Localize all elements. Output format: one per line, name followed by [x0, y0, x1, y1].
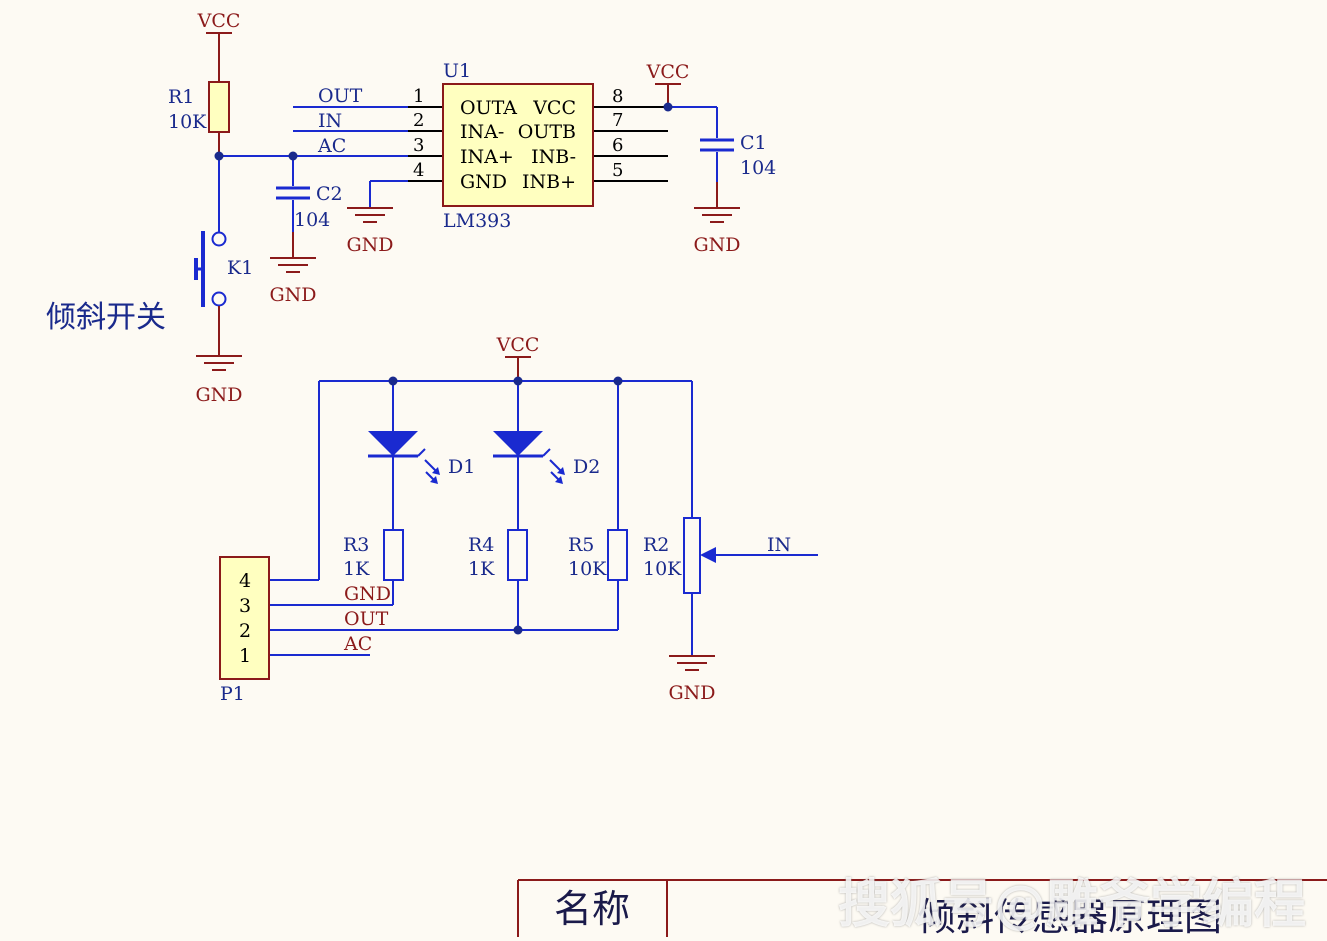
gnd-label: GND: [668, 682, 715, 704]
net-label-in: IN: [767, 534, 791, 556]
connector-p1: 4 3 2 1 P1: [219, 556, 270, 705]
p1-ref: P1: [220, 683, 245, 705]
title-name-value: 倾斜传感器原理图: [918, 895, 1222, 937]
gnd-label: GND: [693, 234, 740, 256]
resistor-r1: R1 10K: [168, 81, 230, 156]
led-d1: D1: [368, 431, 475, 484]
c1-value: 104: [740, 157, 776, 179]
pin-num: 2: [413, 110, 424, 131]
gnd-symbol-c2: GND: [269, 232, 317, 306]
gnd-symbol-c1: GND: [693, 182, 741, 256]
pin-name: INB+: [522, 171, 576, 193]
r3-value: 1K: [343, 558, 370, 580]
junction-dot: [513, 376, 523, 386]
pin-num: 1: [413, 86, 424, 107]
tilt-switch-k1: K1 倾斜开关: [46, 231, 253, 356]
pin-num: 4: [413, 160, 424, 181]
pin-num: 4: [239, 570, 251, 592]
capacitor-c2: C2 104: [276, 183, 343, 231]
r4-value: 1K: [468, 558, 495, 580]
net-label-gnd: GND: [344, 583, 391, 605]
wires-c1: [668, 106, 718, 182]
pin-num: 3: [239, 595, 251, 617]
pin-num: 1: [239, 645, 251, 667]
junction-dot: [288, 151, 298, 161]
watermark: 搜狐号@雕爷学编程: [838, 875, 1307, 935]
junction-dot: [663, 102, 673, 112]
wires-bottom: [269, 380, 818, 656]
net-label-out: OUT: [318, 85, 363, 107]
c2-ref: C2: [316, 183, 343, 205]
capacitor-c1: C1 104: [700, 132, 776, 179]
pin-num: 2: [239, 620, 251, 642]
gnd-label: GND: [346, 234, 393, 256]
pin-name: VCC: [532, 97, 576, 119]
pin-num: 5: [612, 160, 623, 181]
chip-ref: U1: [443, 60, 471, 82]
k1-ref: K1: [227, 257, 253, 279]
c1-ref: C1: [740, 132, 767, 154]
pin-num: 8: [612, 86, 623, 107]
potentiometer-r2: R2 10K IN: [643, 517, 791, 594]
k1-label: 倾斜开关: [46, 300, 166, 335]
junction-dot: [513, 625, 523, 635]
gnd-symbol-r2: GND: [668, 655, 716, 704]
resistor-r5: R5 10K: [568, 529, 628, 581]
c2-value: 104: [294, 209, 330, 231]
vcc-symbol-bottom: VCC: [496, 334, 540, 381]
d2-ref: D2: [573, 456, 600, 478]
gnd-label: GND: [195, 384, 242, 406]
pin-name: GND: [460, 171, 507, 193]
r1-ref: R1: [168, 86, 194, 108]
net-label-ac: AC: [343, 633, 372, 655]
pin-num: 7: [612, 110, 623, 131]
r4-ref: R4: [468, 534, 494, 556]
vcc-label: VCC: [197, 10, 241, 32]
net-label-in: IN: [318, 110, 342, 132]
resistor-r4: R4 1K: [468, 529, 528, 581]
r2-value: 10K: [643, 558, 682, 580]
d1-ref: D1: [448, 456, 475, 478]
r3-ref: R3: [343, 534, 369, 556]
title-block: 名称 倾斜传感器原理图: [517, 879, 1327, 939]
pin-name: INA+: [460, 146, 514, 168]
net-label-out: OUT: [344, 608, 389, 630]
vcc-label: VCC: [496, 334, 540, 356]
led-d2: D2: [493, 431, 600, 484]
junction-dot: [214, 151, 224, 161]
vcc-symbol-chip: VCC: [646, 61, 690, 107]
junction-dot: [613, 376, 623, 386]
pin-name: OUTA: [460, 97, 517, 119]
vcc-symbol-r1: VCC: [197, 10, 241, 82]
junction-dot: [388, 376, 398, 386]
r1-value: 10K: [168, 111, 207, 133]
vcc-label: VCC: [646, 61, 690, 83]
pin-name: INB-: [531, 146, 576, 168]
r2-ref: R2: [643, 534, 669, 556]
chip-u1: U1 LM393 1 2 3 4 OUTA INA- INA+ GND VCC …: [408, 60, 668, 232]
pin-name: OUTB: [518, 121, 576, 143]
resistor-r3: R3 1K: [343, 529, 404, 581]
pin-num: 6: [612, 135, 623, 156]
gnd-label: GND: [269, 284, 316, 306]
pin-num: 3: [413, 135, 424, 156]
chip-part: LM393: [443, 210, 511, 232]
r5-value: 10K: [568, 558, 607, 580]
gnd-symbol-chip: GND: [346, 207, 394, 256]
title-name-label: 名称: [554, 887, 630, 931]
net-label-ac: AC: [317, 135, 346, 157]
r5-ref: R5: [568, 534, 594, 556]
gnd-symbol-k1: GND: [195, 355, 243, 406]
pin-name: INA-: [460, 121, 504, 143]
